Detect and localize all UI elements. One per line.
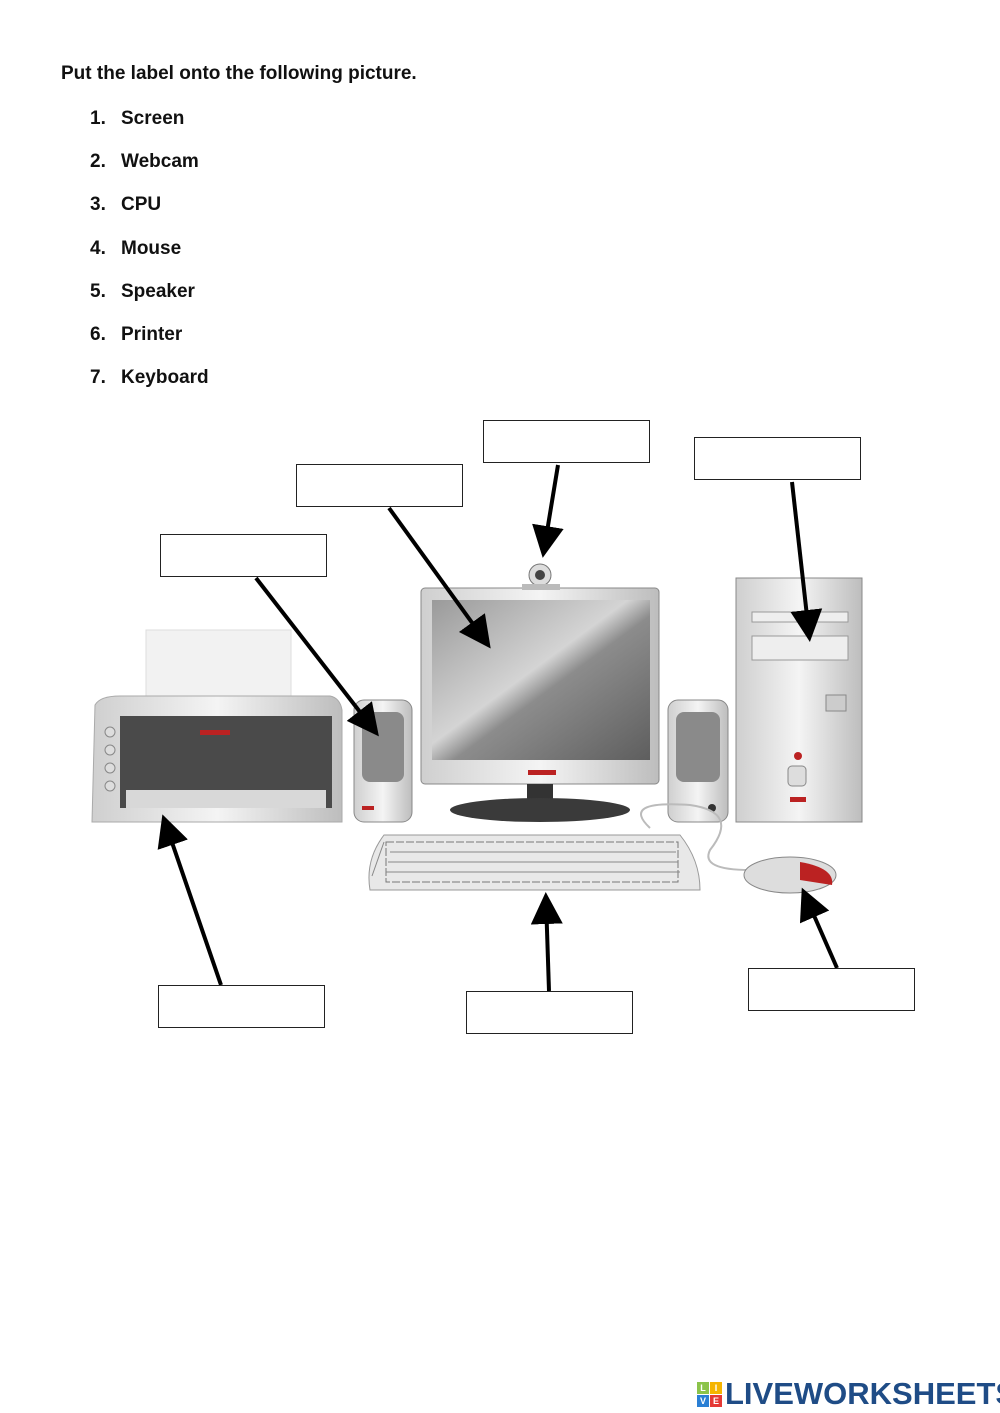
- webcam-answer-input[interactable]: [483, 420, 650, 463]
- speaker-answer-input[interactable]: [160, 534, 327, 577]
- screen-answer-input[interactable]: [296, 464, 463, 507]
- arrow-speaker: [254, 576, 379, 737]
- item-number: 4.: [90, 237, 106, 259]
- arrow-mouse: [799, 887, 839, 969]
- item-number: 3.: [90, 194, 106, 216]
- item-number: 1.: [90, 108, 106, 129]
- arrow-printer: [157, 814, 223, 986]
- list-item: 5. Speaker: [90, 277, 209, 320]
- item-number: 6.: [90, 323, 106, 345]
- mouse-answer-input[interactable]: [748, 968, 915, 1011]
- liveworksheets-logo: L I V E LIVEWORKSHEETS: [697, 1376, 1000, 1412]
- item-label: Printer: [121, 323, 183, 345]
- right-speaker-image: [667, 699, 729, 823]
- item-label: Screen: [121, 108, 185, 129]
- item-number: 7.: [90, 367, 106, 389]
- instruction-text: Put the label onto the following picture…: [61, 63, 417, 84]
- list-item: 7. Keyboard: [90, 363, 209, 406]
- cpu-tower-image: [735, 577, 863, 823]
- arrow-keyboard: [530, 892, 563, 992]
- printer-image: [91, 629, 343, 823]
- list-item: 6. Printer: [90, 320, 209, 363]
- keyboard-image: [368, 834, 701, 891]
- item-label: CPU: [121, 194, 162, 216]
- list-item: 1. Screen: [90, 104, 209, 147]
- arrow-screen: [387, 506, 491, 649]
- logo-text: LIVEWORKSHEETS: [725, 1376, 1000, 1411]
- list-item: 3. CPU: [90, 190, 209, 233]
- logo-letter: L: [697, 1381, 709, 1394]
- list-item: 4. Mouse: [90, 234, 209, 277]
- arrows: [157, 464, 839, 992]
- item-label: Keyboard: [121, 367, 209, 389]
- logo-mark-icon: L I V E: [697, 1381, 722, 1407]
- printer-answer-input[interactable]: [158, 985, 325, 1028]
- mouse-image: [743, 856, 837, 894]
- item-number: 5.: [90, 280, 106, 302]
- item-label: Webcam: [121, 151, 199, 173]
- logo-letter: E: [710, 1394, 722, 1407]
- logo-letter: V: [697, 1394, 709, 1407]
- arrow-webcam: [532, 464, 564, 558]
- item-label: Speaker: [121, 280, 195, 302]
- label-list: 1. Screen 2. Webcam 3. CPU 4. Mouse 5. Speake…: [90, 104, 209, 406]
- cpu-answer-input[interactable]: [694, 437, 861, 480]
- keyboard-answer-input[interactable]: [466, 991, 633, 1034]
- list-item: 2. Webcam: [90, 147, 209, 190]
- arrow-cpu: [790, 481, 823, 642]
- logo-letter: I: [710, 1381, 722, 1394]
- item-label: Mouse: [121, 237, 182, 259]
- item-number: 2.: [90, 151, 106, 173]
